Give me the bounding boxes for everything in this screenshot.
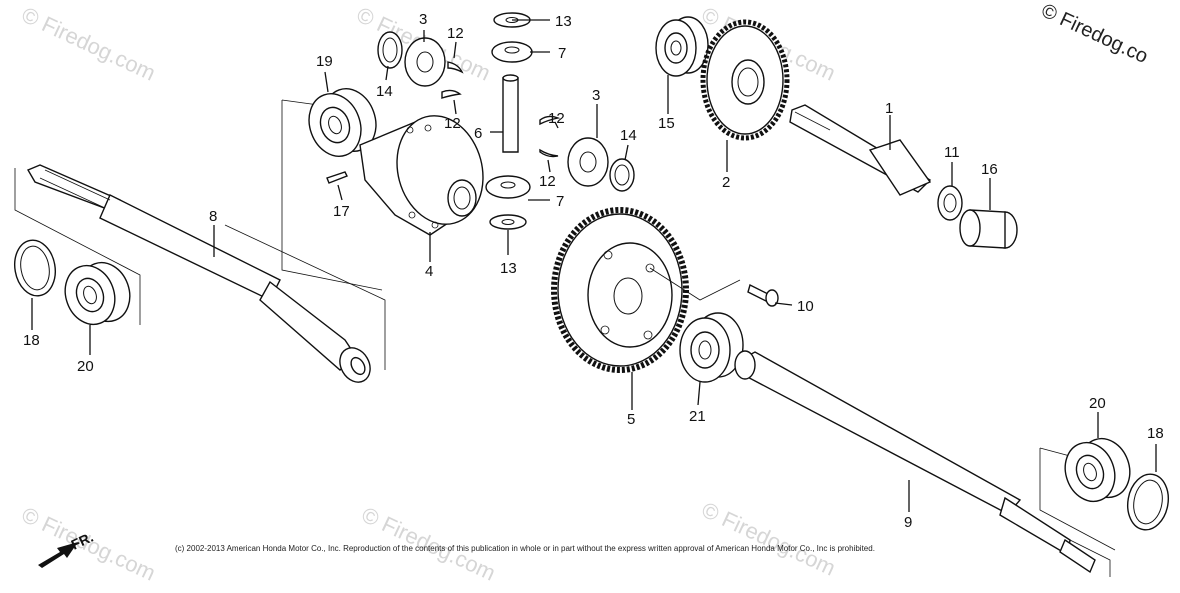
callout-18: 18 xyxy=(23,332,40,349)
leader-lines xyxy=(31,19,1157,512)
callout-3: 3 xyxy=(592,87,600,104)
right-axle xyxy=(734,350,1116,577)
callout-19: 19 xyxy=(316,53,333,70)
bearing-left xyxy=(64,261,131,326)
callout-12: 12 xyxy=(447,25,464,42)
clip xyxy=(539,148,559,158)
callout-18: 18 xyxy=(1147,425,1164,442)
differential-case xyxy=(359,115,484,236)
callout-20: 20 xyxy=(77,358,94,375)
clip xyxy=(441,89,462,99)
callout-20: 20 xyxy=(1089,395,1106,412)
callout-2: 2 xyxy=(722,174,730,191)
callout-7: 7 xyxy=(558,45,566,62)
callout-7: 7 xyxy=(556,193,564,210)
needle-bearing xyxy=(959,209,1018,249)
callout-1: 1 xyxy=(885,100,893,117)
left-axle xyxy=(14,164,386,383)
pinion-shaft xyxy=(502,77,519,153)
callout-15: 15 xyxy=(658,115,675,132)
callout-6: 6 xyxy=(474,125,482,142)
bearing-19 xyxy=(281,88,383,291)
bearing-15 xyxy=(655,16,709,77)
callout-9: 9 xyxy=(904,514,912,531)
circlip-left xyxy=(14,239,56,297)
callout-4: 4 xyxy=(425,263,433,280)
bearing-21 xyxy=(679,312,744,383)
callout-12: 12 xyxy=(548,110,565,127)
callout-14: 14 xyxy=(376,83,393,100)
final-gear xyxy=(551,207,689,373)
callout-13: 13 xyxy=(555,13,572,30)
callout-11: 11 xyxy=(944,144,960,161)
bearing-right xyxy=(1064,437,1131,503)
watermark: © Firedog.com xyxy=(698,497,840,581)
countershaft xyxy=(789,104,932,196)
front-arrow-icon xyxy=(38,542,78,568)
clip xyxy=(539,115,561,126)
callout-13: 13 xyxy=(500,260,517,277)
callout-3: 3 xyxy=(419,11,427,28)
callout-10: 10 xyxy=(797,298,814,315)
callout-21: 21 xyxy=(689,408,706,425)
pinion-gear-top xyxy=(377,31,446,87)
callout-8: 8 xyxy=(209,208,217,225)
pin xyxy=(326,171,348,184)
callout-labels: 1 2 3 3 4 5 6 7 7 8 9 10 11 12 12 12 12 … xyxy=(23,11,1164,531)
gear-2 xyxy=(700,19,790,141)
callout-12: 12 xyxy=(444,115,461,132)
copyright-notice: (c) 2002-2013 American Honda Motor Co., … xyxy=(175,544,875,553)
brand-notice: © Firedog.co xyxy=(1038,0,1151,68)
clip xyxy=(447,61,464,74)
bolt xyxy=(747,283,779,307)
callout-14: 14 xyxy=(620,127,637,144)
callout-16: 16 xyxy=(981,161,998,178)
watermark: © Firedog.com xyxy=(18,2,160,86)
callout-5: 5 xyxy=(627,411,635,428)
circlip-right xyxy=(1127,473,1169,531)
callout-12: 12 xyxy=(539,173,556,190)
callout-17: 17 xyxy=(333,203,350,220)
